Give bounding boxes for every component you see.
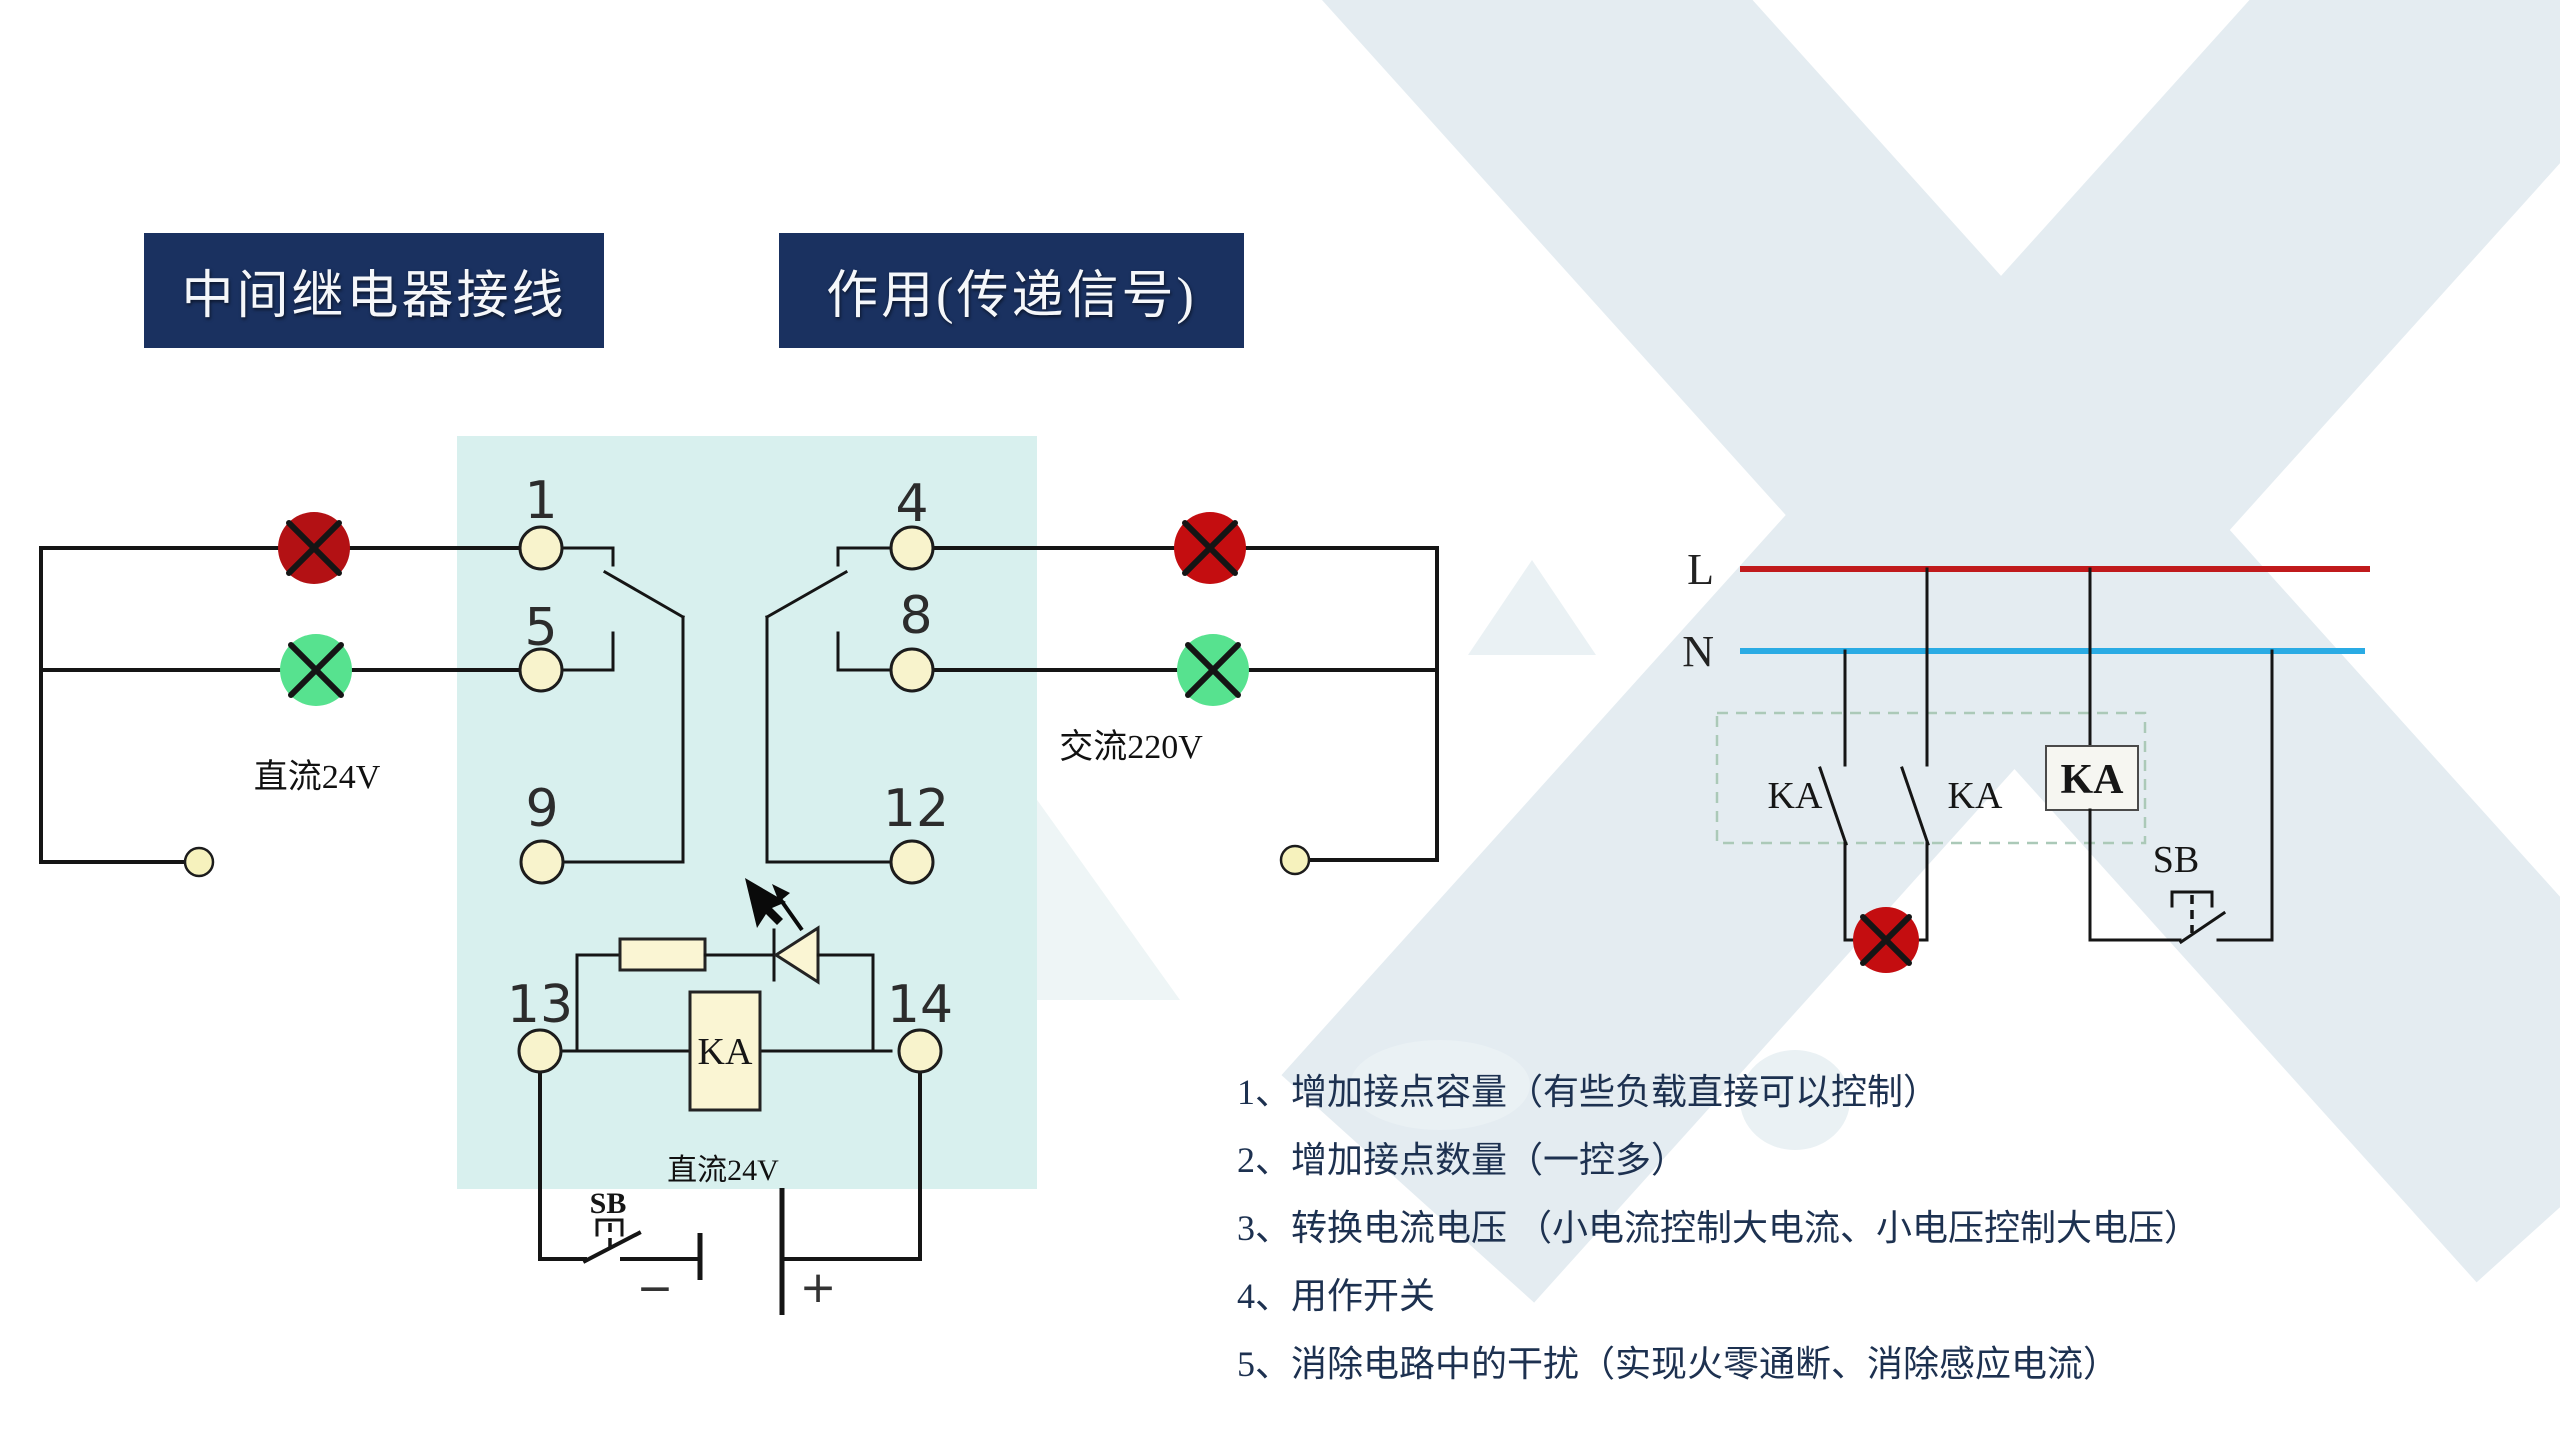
relay-coil-box: [688, 990, 762, 1112]
contact1-blade: [602, 569, 686, 620]
contact-pole-left: [560, 546, 686, 864]
terminal-9-number: 9: [525, 779, 558, 839]
ka-coil-branch: KA SB: [2045, 567, 2274, 945]
relay-coil-label: KA: [698, 1031, 753, 1073]
control-coil-box: [2045, 745, 2139, 811]
label-dc24v-left: 直流24V: [254, 758, 381, 796]
terminal-13-number: 13: [507, 975, 573, 1035]
terminal-13: [517, 1028, 563, 1074]
dc-lamp-circuit: 直流24V: [39, 512, 522, 878]
terminal-14: [897, 1028, 943, 1074]
label-sb-control: SB: [2153, 839, 2199, 881]
watermark-ellipse-1: [1350, 1040, 1530, 1130]
terminal-12: [889, 839, 935, 885]
terminal-1: [518, 525, 564, 571]
terminal-5-number: 5: [524, 598, 557, 658]
terminal-4: [889, 525, 935, 571]
contact-pole-right: [764, 546, 893, 864]
watermark-ellipse-2: [1740, 1050, 1850, 1150]
lamp-red-left: [278, 512, 350, 584]
coil-branch: KA: [559, 878, 893, 1112]
dc-supply-circuit: SB − + 直流24V: [538, 1070, 922, 1315]
terminal-5: [518, 647, 564, 693]
function-item-4: 4、用作开关: [1237, 1276, 1436, 1316]
contact1-fixed: [560, 546, 615, 567]
control-lamp-branch: [1843, 907, 1929, 973]
terminal-8: [889, 647, 935, 693]
mouse-cursor: [745, 878, 786, 928]
label-ac220v: 交流220V: [1059, 728, 1203, 766]
terminal-14-number: 14: [887, 975, 953, 1035]
label-battery-minus: −: [637, 1263, 674, 1314]
live-line-label: L: [1687, 545, 1714, 594]
contact5-bracket: [560, 631, 615, 672]
sb-button-symbol: [595, 1218, 624, 1252]
relay-dashed-frame: [1715, 711, 2147, 845]
led-emission-arrow: [772, 884, 804, 932]
ac-lamp-circuit: 交流220V: [931, 512, 1439, 876]
resistor: [618, 937, 707, 972]
terminal-12-number: 12: [883, 779, 949, 839]
function-item-3: 3、转换电流电压 （小电流控制大电流、小电压控制大电压）: [1237, 1208, 2201, 1248]
label-battery-plus: +: [800, 1262, 837, 1313]
label-dc24v-bottom: 直流24V: [667, 1154, 779, 1187]
sb-control-blade: [2178, 910, 2227, 945]
ka-contact-branch-middle: KA: [1900, 567, 2003, 942]
lamp-green-left: [280, 634, 352, 706]
function-item-1: 1、增加接点容量（有些负载直接可以控制）: [1237, 1072, 1940, 1112]
watermark-triangle-small: [1468, 560, 1596, 655]
lamp-red-control: [1853, 907, 1919, 973]
contact8-bracket: [836, 631, 893, 672]
title-relay-wiring: 中间继电器接线: [144, 233, 604, 348]
control-coil-label: KA: [2061, 757, 2125, 803]
open-terminal-right: [1279, 844, 1311, 876]
lamp-red-right: [1174, 512, 1246, 584]
wire-branch-up-left: [575, 953, 622, 1053]
sb-button-cap: [595, 1218, 624, 1237]
title-function-label: 作用(传递信号): [826, 268, 1197, 325]
terminal-8-number: 8: [899, 586, 932, 646]
function-item-5: 5、消除电路中的干扰（实现火零通断、消除感应电流）: [1237, 1344, 2120, 1384]
contact4-blade: [764, 569, 849, 620]
function-item-2: 2、增加接点数量（一控多）: [1237, 1140, 1688, 1180]
wire-led-to-14: [816, 953, 875, 1053]
neutral-line-label: N: [1682, 627, 1714, 676]
label-sb-left: SB: [590, 1187, 627, 1220]
contact-middle-label: KA: [1948, 775, 2003, 817]
open-terminal-left: [183, 846, 215, 878]
contact4-fixed: [836, 546, 893, 567]
contact-middle-blade: [1900, 766, 1930, 846]
title-relay-wiring-label: 中间继电器接线: [181, 268, 567, 325]
ka-contact-branch-left: KA: [1768, 649, 1848, 942]
terminal-1-number: 1: [524, 471, 557, 531]
contact-left-blade: [1818, 766, 1848, 846]
control-circuit-diagram: L N KA KA KA: [1682, 545, 2370, 973]
functions-list: 1、增加接点容量（有些负载直接可以控制） 2、增加接点数量（一控多） 3、转换电…: [1237, 1058, 2200, 1398]
sb-control-cap: [2170, 890, 2214, 908]
lamp-green-right: [1177, 634, 1249, 706]
sb-control-symbol: [2170, 890, 2214, 933]
terminal-4-number: 4: [895, 474, 928, 534]
relay-terminals: 1 5 9 13 4 8 12 14: [507, 471, 953, 1074]
sb-blade: [582, 1230, 642, 1264]
contact-left-label: KA: [1768, 775, 1823, 817]
title-function: 作用(传递信号): [779, 233, 1244, 348]
relay-wiring-diagram: 直流24V 交流220V: [39, 436, 1439, 1315]
terminal-9: [519, 839, 565, 885]
